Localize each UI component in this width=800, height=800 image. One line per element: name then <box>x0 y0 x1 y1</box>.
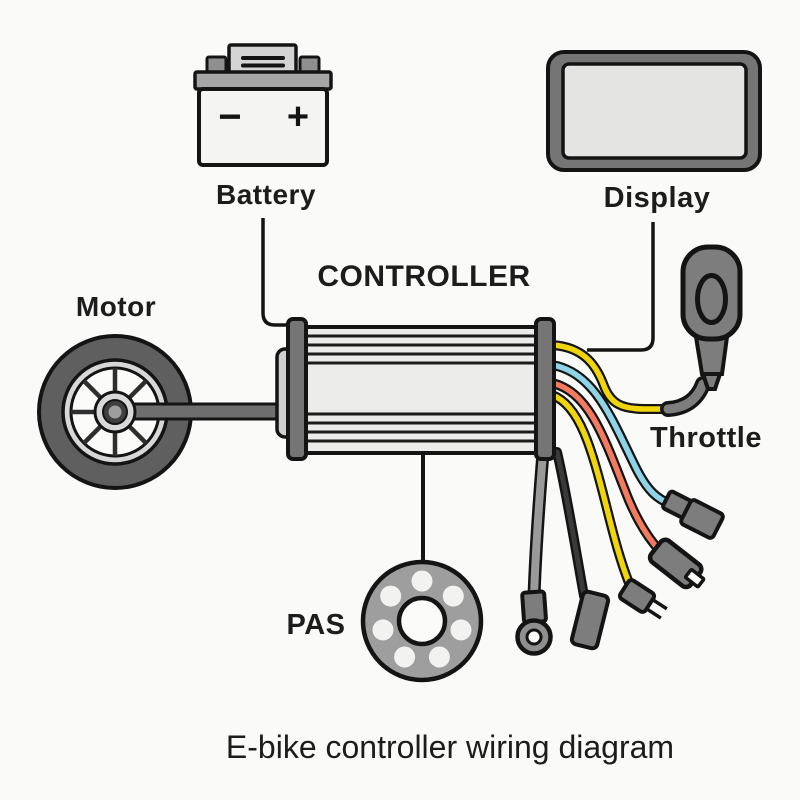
motor-axle <box>130 402 286 421</box>
black-wire-connector <box>569 589 611 651</box>
throttle-cable <box>663 379 708 414</box>
throttle-label: Throttle <box>650 422 762 454</box>
battery-label: Battery <box>216 179 316 210</box>
yellow-wire-connector <box>617 578 668 620</box>
motor-label: Motor <box>75 291 157 322</box>
blue-wire <box>549 362 673 507</box>
motor-wheel-icon <box>37 334 286 490</box>
display-connection-line <box>587 222 655 352</box>
throttle-body <box>680 244 743 342</box>
blue-wire-connector <box>661 489 725 540</box>
diagram-title: E-bike controller wiring diagram <box>225 729 675 765</box>
controller-left-cap <box>286 317 308 461</box>
battery-minus-terminal: − <box>218 95 242 139</box>
controller-label: CONTROLLER <box>317 260 531 293</box>
display-label: Display <box>603 182 711 214</box>
ring-terminal <box>515 589 553 656</box>
throttle-lever-slot <box>695 273 728 325</box>
gray-wire <box>530 449 547 600</box>
throttle-icon <box>660 244 743 417</box>
controller-fins <box>302 334 540 443</box>
pas-label: PAS <box>286 609 346 641</box>
throttle-wire <box>549 342 671 412</box>
pas-magnet-holes <box>372 570 472 668</box>
black-wire <box>554 449 587 599</box>
controller-icon <box>275 317 556 461</box>
red-wire <box>549 380 663 554</box>
battery-icon <box>193 43 333 167</box>
battery-connection-line <box>261 218 290 327</box>
red-wire-connector <box>647 537 706 590</box>
yellow-wire <box>549 392 632 586</box>
throttle-stem <box>693 335 730 376</box>
wire-harness <box>527 340 675 603</box>
controller-right-cap <box>534 317 556 461</box>
battery-plus-terminal: + <box>286 96 310 138</box>
display-icon <box>546 50 762 172</box>
pas-sensor-icon <box>360 559 484 683</box>
throttle-tip <box>700 372 723 391</box>
